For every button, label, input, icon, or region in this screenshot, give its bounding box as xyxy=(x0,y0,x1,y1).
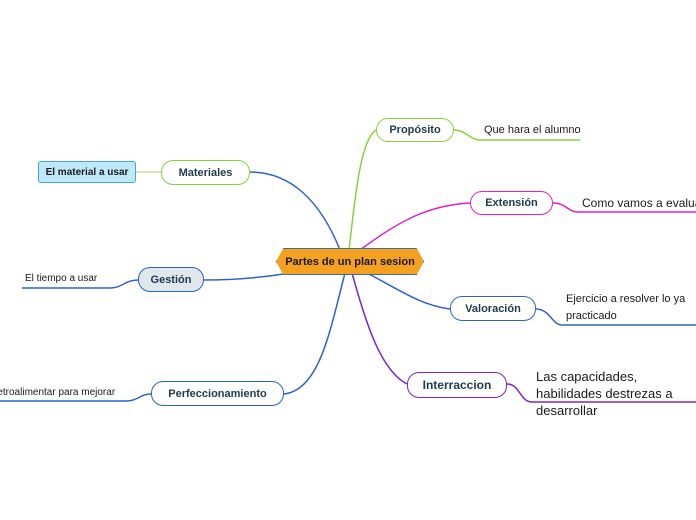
topic-valoracion[interactable]: Valoración xyxy=(450,296,536,321)
central-topic[interactable]: Partes de un plan sesion xyxy=(276,248,424,275)
leaf-proposito[interactable]: Que hara el alumno xyxy=(484,124,581,136)
topic-proposito[interactable]: Propósito xyxy=(376,118,454,142)
connector-gestion-leaf xyxy=(22,279,139,289)
leaf-materiales[interactable]: El material a usar xyxy=(38,161,136,183)
leaf-valoracion-text: Ejercicio a resolver lo ya practicado xyxy=(566,293,686,322)
connector-materiales xyxy=(249,171,341,251)
leaf-interraccion-text: Las capacidades, habilidades destrezas a… xyxy=(536,369,673,418)
connector-interraccion xyxy=(351,272,408,385)
connector-extension-leaf xyxy=(552,202,696,213)
leaf-gestion-text: El tiempo a usar xyxy=(25,273,98,284)
connector-proposito-leaf xyxy=(453,129,580,141)
leaf-extension[interactable]: Como vamos a evaluar xyxy=(582,196,696,210)
topic-materiales[interactable]: Materiales xyxy=(161,160,250,185)
connector-perfeccionamiento xyxy=(283,272,346,395)
connector-extension xyxy=(359,202,471,251)
topic-perfeccionamiento[interactable]: Perfeccionamiento xyxy=(151,381,284,406)
connector-perfeccionamiento-leaf xyxy=(0,393,152,402)
topic-perfeccionamiento-label: Perfeccionamiento xyxy=(168,387,267,400)
connector-interraccion-leaf xyxy=(506,383,696,403)
leaf-perfeccionamiento[interactable]: retroalimentar para mejorar xyxy=(0,387,115,398)
topic-proposito-label: Propósito xyxy=(389,124,441,136)
leaf-proposito-text: Que hara el alumno xyxy=(484,124,581,136)
topic-gestion-label: Gestión xyxy=(150,273,192,286)
topic-materiales-label: Materiales xyxy=(178,166,233,179)
topic-gestion[interactable]: Gestión xyxy=(138,267,204,292)
leaf-perfeccionamiento-text: retroalimentar para mejorar xyxy=(0,387,116,398)
topic-extension-label: Extensión xyxy=(485,197,538,209)
connector-valoracion-leaf xyxy=(535,308,696,326)
topic-interraccion-label: Interraccion xyxy=(422,378,492,392)
central-topic-label: Partes de un plan sesion xyxy=(285,255,415,268)
connector-valoracion xyxy=(364,271,451,310)
topic-extension[interactable]: Extensión xyxy=(470,191,553,215)
leaf-materiales-text: El material a usar xyxy=(45,166,129,178)
leaf-interraccion[interactable]: Las capacidades, habilidades destrezas a… xyxy=(536,368,696,419)
leaf-gestion[interactable]: El tiempo a usar xyxy=(25,273,97,284)
leaf-extension-text: Como vamos a evaluar xyxy=(582,196,696,210)
topic-valoracion-label: Valoración xyxy=(465,302,521,315)
connector-proposito xyxy=(348,129,377,251)
connector-gestion xyxy=(203,272,291,281)
topic-interraccion[interactable]: Interraccion xyxy=(407,372,507,398)
leaf-valoracion[interactable]: Ejercicio a resolver lo ya practicado xyxy=(566,291,694,325)
